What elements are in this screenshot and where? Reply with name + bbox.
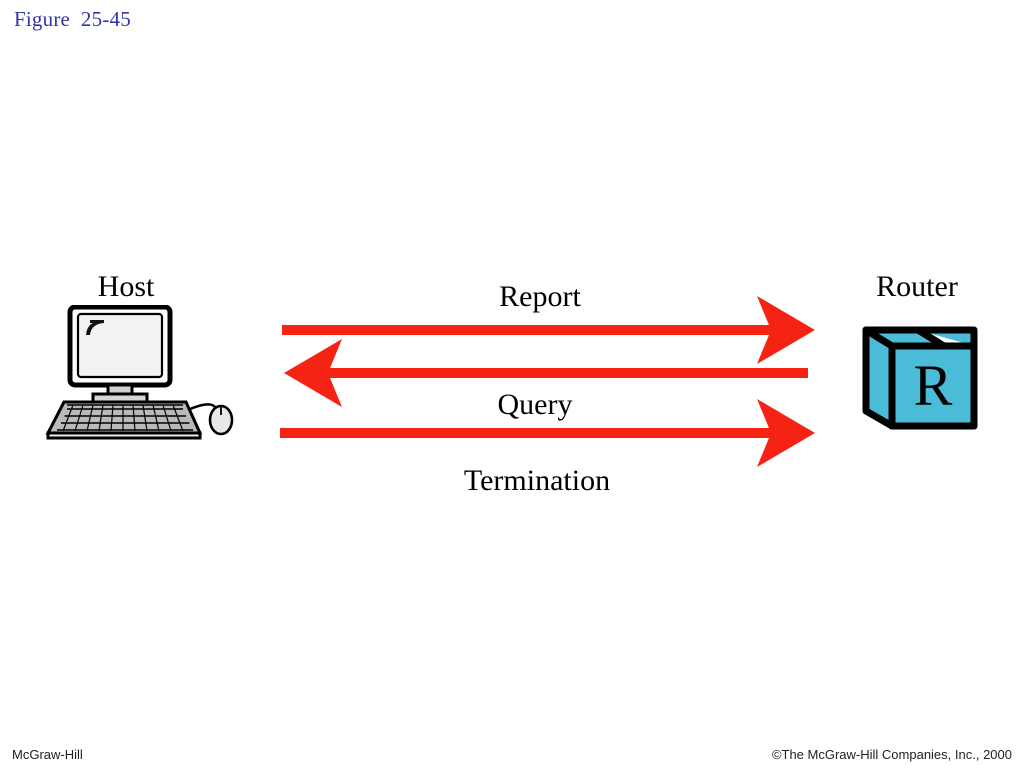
flow-label-report: Report [499, 280, 581, 313]
arrow-report [282, 296, 815, 364]
router-node-label: Router [876, 270, 958, 303]
router-face-letter: R [914, 353, 953, 418]
page-title: Figure 25-45 [14, 7, 131, 31]
message-flow-arrows [280, 296, 815, 467]
flow-label-termination: Termination [463, 464, 611, 497]
router-cube-icon: R [862, 326, 978, 430]
flow-label-query: Query [497, 388, 573, 421]
desktop-computer-icon [45, 305, 234, 440]
footer-copyright: ©The McGraw-Hill Companies, Inc., 2000 [771, 747, 1012, 762]
footer-publisher: McGraw-Hill [12, 747, 83, 762]
arrow-termination [280, 399, 815, 467]
host-node-label: Host [97, 270, 155, 303]
arrow-query [284, 339, 808, 407]
